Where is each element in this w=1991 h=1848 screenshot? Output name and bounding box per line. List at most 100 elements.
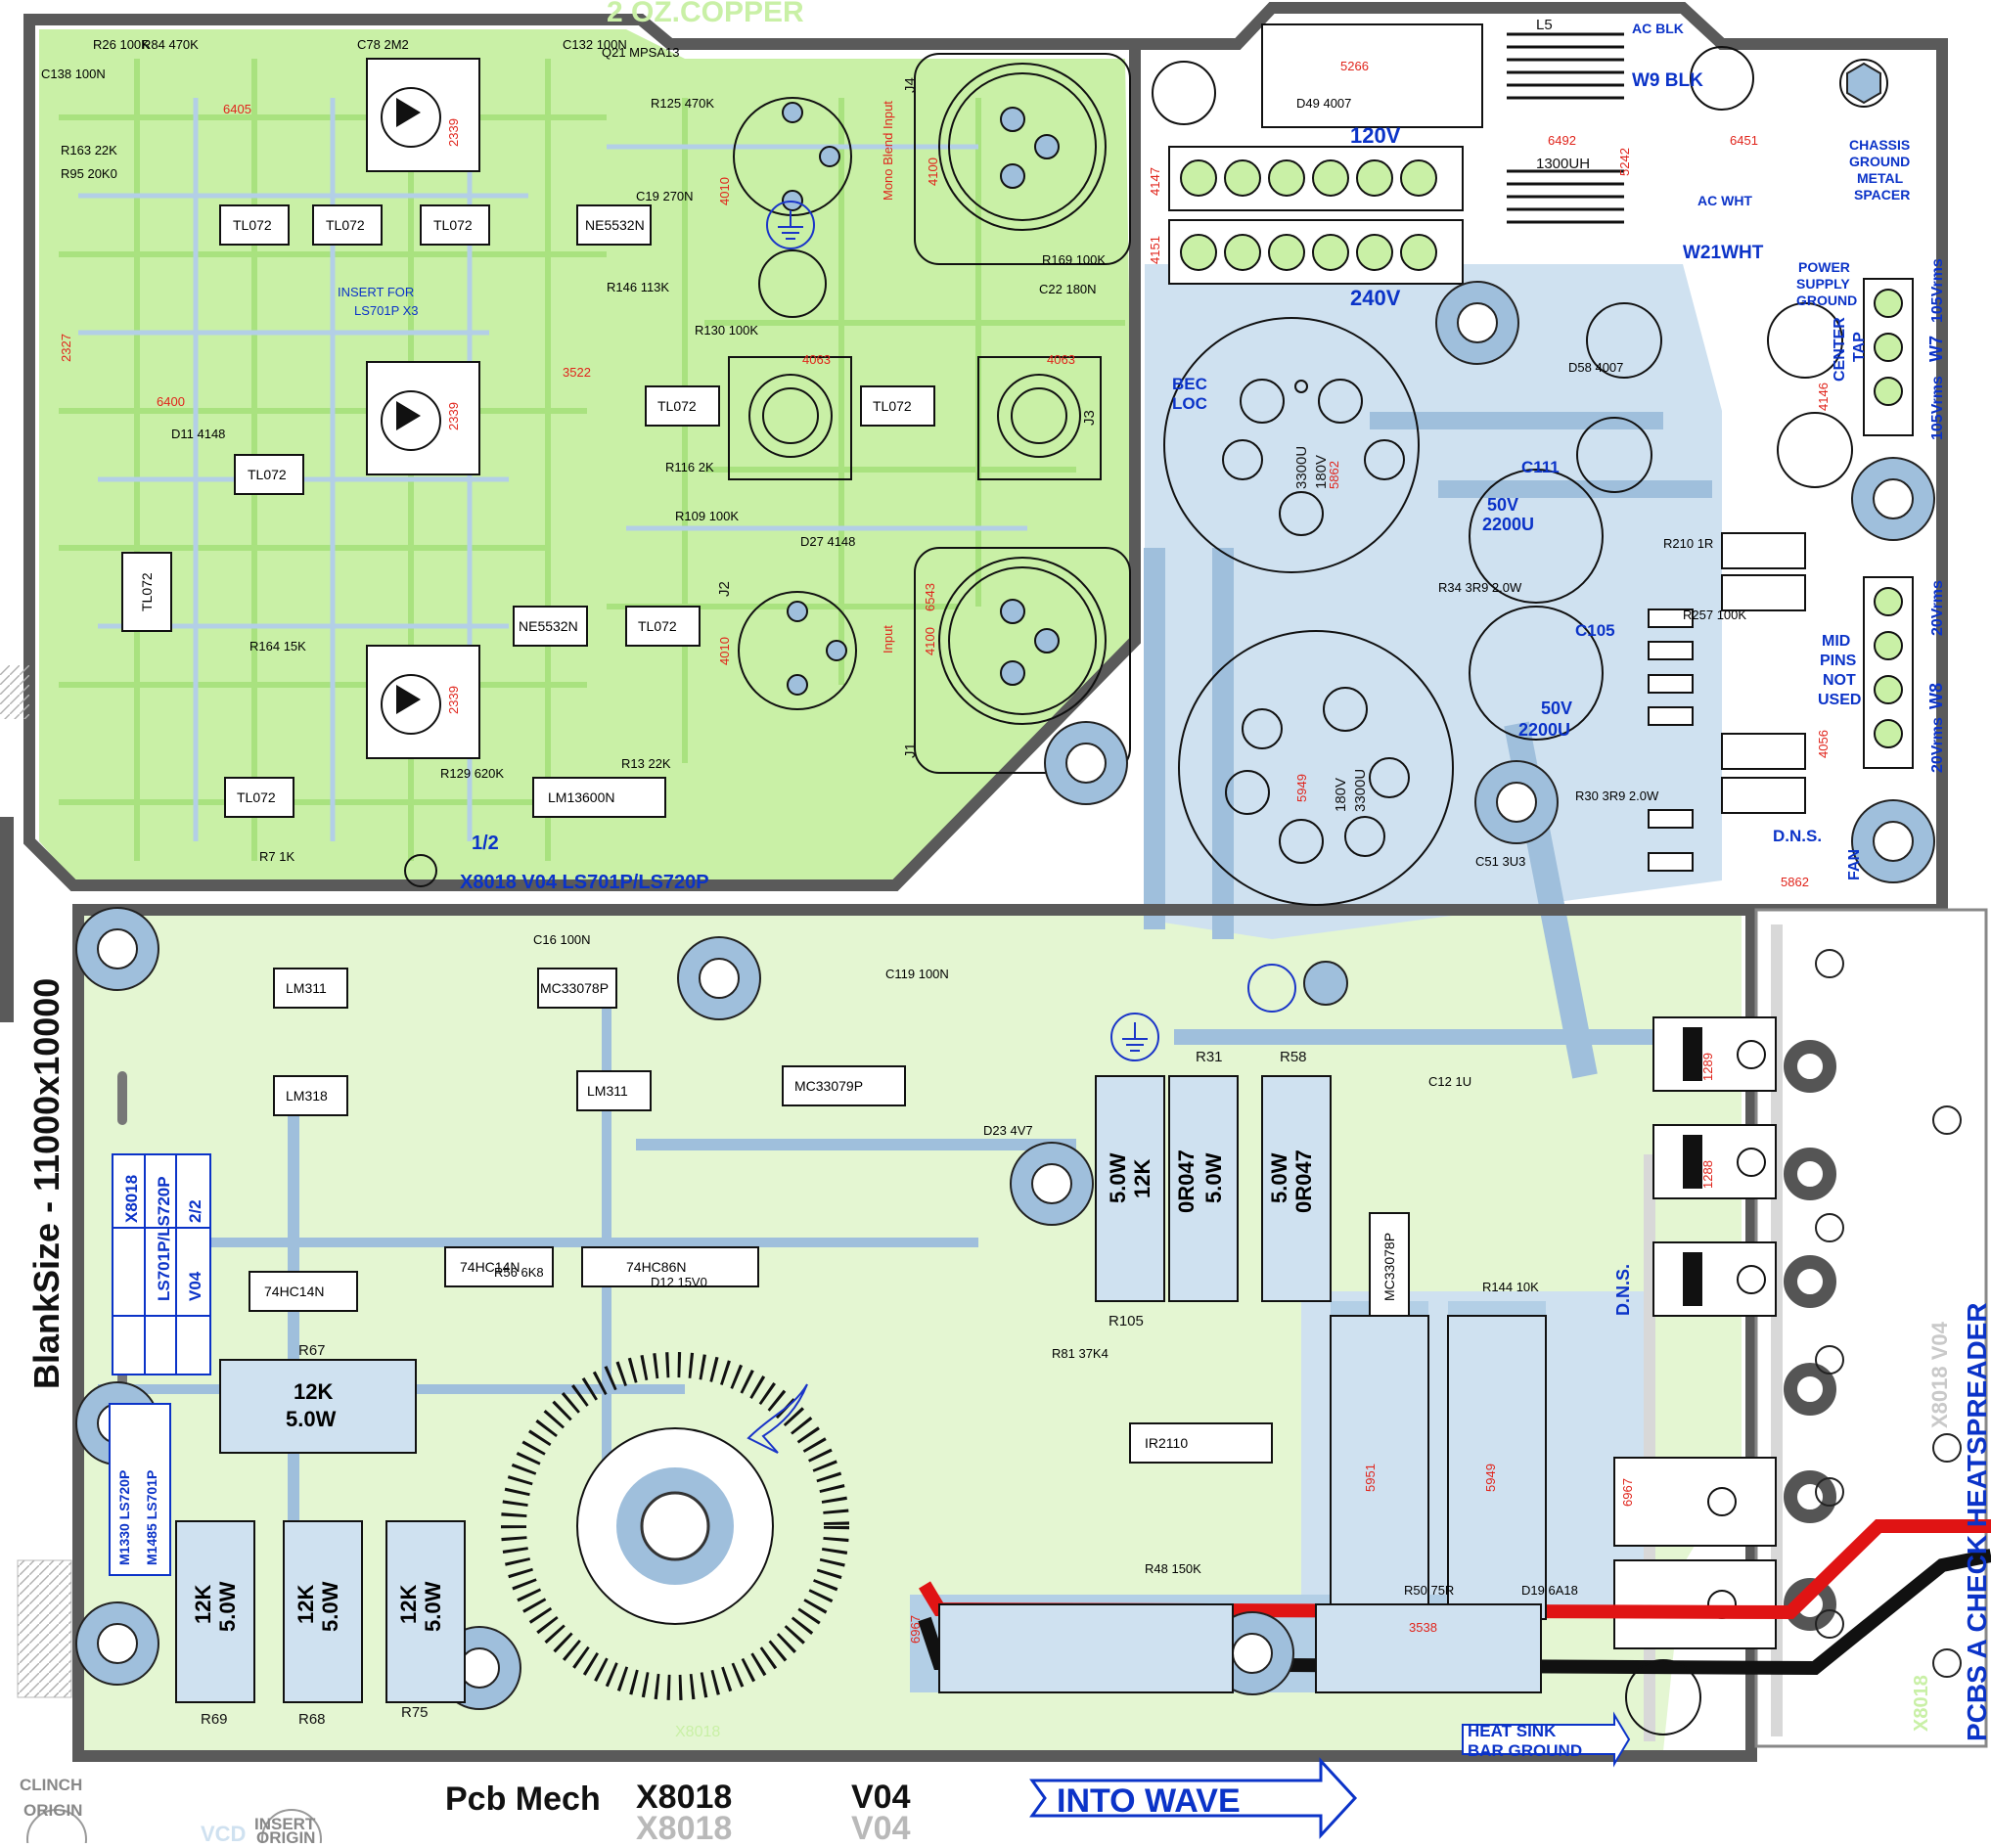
label-240v: 240V: [1350, 286, 1401, 310]
j1-label: J1: [902, 743, 919, 758]
svg-text:TL072: TL072: [873, 398, 912, 414]
component-labels: C138 100N R26 100K R84 470K R163 22K R95…: [41, 37, 1746, 1598]
svg-text:4147: 4147: [1148, 167, 1162, 196]
model-select-box: M1330 LS720P M1485 LS701P: [109, 1403, 171, 1576]
svg-text:C51 3U3: C51 3U3: [1475, 854, 1525, 869]
insert-for-label-2: LS701P X3: [354, 303, 419, 318]
svg-text:ORIGIN: ORIGIN: [256, 1828, 315, 1843]
toroid-l1: [501, 1352, 849, 1700]
svg-text:LM311: LM311: [587, 1083, 628, 1099]
svg-text:R146 113K: R146 113K: [607, 280, 669, 294]
svg-text:R116 2K: R116 2K: [665, 460, 714, 474]
upper-copper-area: [39, 29, 1135, 885]
side-id-label: X8018 V04: [1927, 1321, 1952, 1428]
board-outline-upper: [23, 14, 1141, 891]
r75-value: 12K: [396, 1585, 421, 1624]
filter-cap-c123: [1178, 630, 1454, 906]
svg-text:POWER: POWER: [1798, 259, 1850, 275]
svg-text:5862: 5862: [1781, 875, 1809, 889]
svg-text:C138 100N: C138 100N: [41, 67, 106, 81]
svg-text:CHASSIS: CHASSIS: [1849, 137, 1910, 153]
svg-text:5242: 5242: [1617, 148, 1632, 176]
svg-text:LS701P/LS720P: LS701P/LS720P: [155, 1176, 173, 1301]
svg-text:TL072: TL072: [233, 217, 272, 233]
svg-text:TL072: TL072: [638, 618, 677, 634]
svg-text:INTO WAVE: INTO WAVE: [1057, 1782, 1241, 1820]
svg-text:MID: MID: [1822, 633, 1850, 650]
big-cap-a-val: 3300U: [1293, 446, 1310, 489]
filter-cap-c63: [1163, 317, 1420, 573]
svg-text:74HC86N: 74HC86N: [626, 1259, 686, 1275]
svg-text:GROUND: GROUND: [1849, 154, 1910, 169]
r105-ref: R105: [1109, 1313, 1144, 1330]
r58-value: 0R047: [1291, 1149, 1316, 1213]
svg-text:NE5532N: NE5532N: [519, 618, 578, 634]
svg-text:X8018: X8018: [122, 1175, 141, 1223]
j4-label: J4: [902, 77, 919, 93]
label-ac-blk: AC BLK: [1632, 21, 1684, 36]
svg-text:R7 1K: R7 1K: [259, 849, 294, 864]
loc-label: LOC: [1172, 394, 1207, 413]
r68-ref: R68: [298, 1711, 326, 1728]
jack-j2: [738, 591, 857, 710]
svg-text:ORIGIN: ORIGIN: [23, 1801, 82, 1820]
cap-2200u-a: 2200U: [1482, 515, 1534, 534]
r69-value: 12K: [191, 1585, 215, 1624]
j3-label: J3: [1081, 410, 1098, 426]
mosfet-q14: [1613, 1457, 1777, 1547]
pcb-mech-label: Pcb Mech: [445, 1780, 601, 1818]
mid-pins-label: MID PINS NOT USED: [1818, 633, 1861, 708]
svg-text:R30 3R9 2.0W: R30 3R9 2.0W: [1575, 789, 1659, 803]
svg-text:TL072: TL072: [139, 572, 155, 611]
svg-text:R129 620K: R129 620K: [440, 766, 504, 781]
regulator-dns: [1652, 1241, 1777, 1317]
board-id-label: X8018: [636, 1779, 732, 1816]
svg-text:TL072: TL072: [657, 398, 697, 414]
svg-text:LM13600N: LM13600N: [548, 789, 615, 805]
svg-text:MC33079P: MC33079P: [794, 1078, 863, 1094]
svg-text:4146: 4146: [1816, 383, 1831, 411]
r67-rating: 5.0W: [286, 1407, 337, 1431]
label-ac-wht: AC WHT: [1697, 193, 1752, 208]
ground-stud-icon: [1303, 961, 1348, 1006]
board-info-box: X8018 LS701P/LS720P V04 2/2: [112, 1153, 211, 1375]
svg-text:USED: USED: [1818, 692, 1861, 708]
heat-sink-label: HEAT SINK BAR GROUND: [1462, 1711, 1631, 1768]
jack-j5: [733, 97, 852, 216]
connector-w7: [1863, 278, 1914, 436]
red-wire: [918, 1519, 1991, 1620]
power-traces: [1145, 264, 1722, 939]
regulator-u31: [1652, 1016, 1777, 1092]
insert-origin-marker: INSERT ORIGIN VCD: [201, 1809, 322, 1848]
bottom-right-id: X8018: [1911, 1675, 1932, 1732]
label-w8: W8: [1926, 683, 1946, 709]
svg-text:R13 22K: R13 22K: [621, 756, 671, 771]
insert-for-label: INSERT FOR: [338, 285, 414, 299]
blank-size-label: BlankSize - 11000x10000: [26, 978, 67, 1389]
svg-text:SPACER: SPACER: [1854, 187, 1910, 203]
c105-label: C105: [1575, 621, 1615, 640]
vrms-105-bottom: 105Vrms: [1929, 376, 1946, 440]
mosfet-q15: [1613, 1559, 1777, 1649]
svg-text:Q21 MPSA13: Q21 MPSA13: [602, 45, 680, 60]
svg-text:74HC14N: 74HC14N: [460, 1259, 520, 1275]
into-wave-arrow: INTO WAVE: [1029, 1757, 1358, 1839]
r75-rating: 5.0W: [421, 1581, 445, 1632]
svg-text:METAL: METAL: [1857, 170, 1904, 186]
upper-title: X8018 V04 LS701P/LS720P: [460, 872, 709, 893]
svg-text:4063: 4063: [802, 352, 831, 367]
power-resistor-blocks: [175, 1075, 1332, 1703]
red-code-labels: 6405 6400 2339 2339 2339 2327 3522 4010 …: [59, 59, 1831, 1644]
svg-text:3522: 3522: [563, 365, 591, 380]
svg-text:C12 1U: C12 1U: [1428, 1074, 1471, 1089]
svg-text:V04: V04: [186, 1271, 204, 1301]
ic-name-labels: TL072 TL072 TL072 NE5532N TL072 TL072 NE…: [139, 217, 1397, 1451]
svg-text:TL072: TL072: [326, 217, 365, 233]
svg-text:4100: 4100: [926, 158, 940, 186]
bec-label: BEC: [1172, 375, 1207, 393]
svg-text:6492: 6492: [1548, 133, 1576, 148]
svg-text:5862: 5862: [1327, 461, 1341, 489]
svg-text:D19 6A18: D19 6A18: [1521, 1583, 1578, 1598]
r75-ref: R75: [401, 1704, 429, 1721]
